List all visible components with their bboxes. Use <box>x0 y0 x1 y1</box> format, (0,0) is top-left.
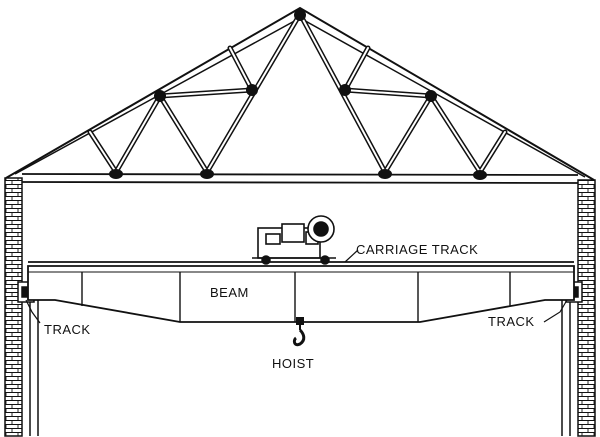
truss-joints <box>109 9 487 180</box>
hoist-hook <box>292 317 306 347</box>
hoist-label: HOIST <box>272 356 314 371</box>
carriage <box>252 215 336 265</box>
track-left-label: TRACK <box>44 322 91 337</box>
truss-bottom-chord <box>21 173 579 184</box>
leader-lines <box>25 249 568 324</box>
bridge-beam <box>27 261 575 323</box>
carriage-track-label: CARRIAGE TRACK <box>356 242 478 257</box>
beam-label: BEAM <box>210 285 249 300</box>
roof <box>5 6 595 181</box>
support-columns <box>29 300 571 436</box>
track-right-label: TRACK <box>488 314 535 329</box>
brick-walls <box>4 177 596 437</box>
beam-panels <box>81 272 511 322</box>
